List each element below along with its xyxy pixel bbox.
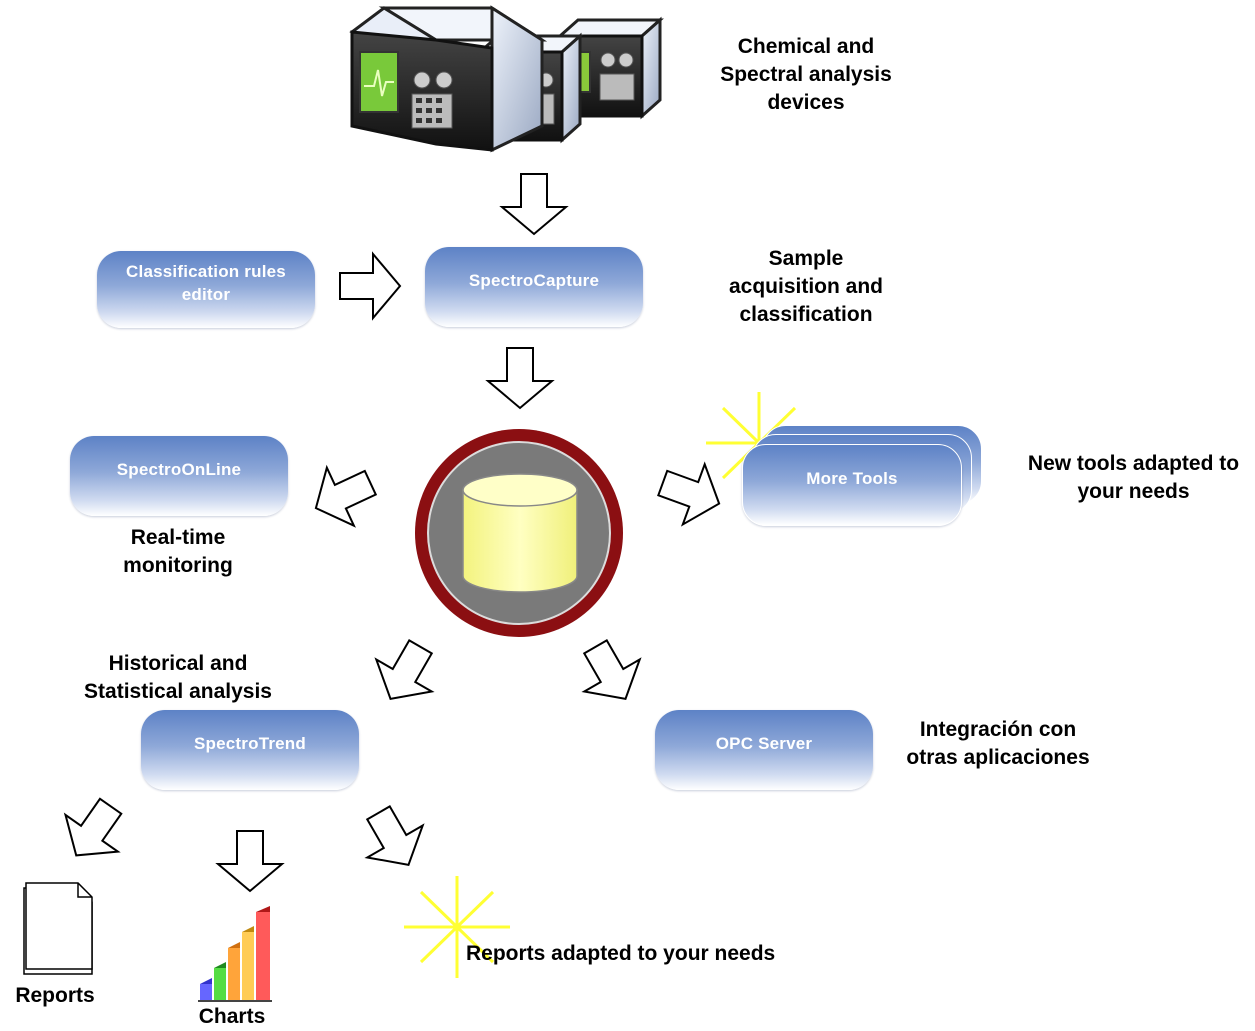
reports-caption: Reports — [15, 984, 95, 1007]
caption-line: otras aplicaciones — [906, 746, 1090, 769]
classification-rules-editor-box[interactable]: Classification rules editor — [97, 251, 315, 328]
sparkle-icon — [404, 876, 510, 978]
analysis-device-icon — [349, 5, 664, 153]
caption-line: Chemical and — [737, 35, 875, 58]
arrow-icon — [650, 452, 732, 535]
arrow-icon — [501, 173, 567, 235]
caption-line: Spectral analysis — [720, 63, 892, 86]
box-label: OPC Server — [715, 733, 813, 753]
bar-chart-icon — [198, 906, 272, 1002]
arrow-icon — [566, 629, 655, 716]
arrow-icon — [487, 347, 553, 409]
spectrotrend-box[interactable]: SpectroTrend — [141, 710, 359, 790]
historical-caption: Historical and Statistical analysis — [68, 650, 288, 706]
arrow-icon — [217, 830, 283, 892]
box-label-line: editor — [181, 284, 231, 304]
box-label: More Tools — [806, 468, 898, 488]
integracion-caption: Integración con otras aplicaciones — [888, 716, 1108, 772]
caption-line: New tools adapted to — [1027, 452, 1240, 475]
box-label: SpectroCapture — [468, 270, 600, 290]
caption-line: Historical and — [108, 652, 248, 675]
caption-line: monitoring — [123, 554, 233, 577]
arrow-icon — [301, 452, 385, 539]
realtime-caption: Real-time monitoring — [98, 524, 258, 580]
box-label: SpectroOnLine — [116, 459, 242, 479]
caption-line: Sample — [768, 247, 844, 270]
caption-line: Real-time — [130, 526, 226, 549]
box-label: SpectroTrend — [194, 733, 306, 753]
database-icon — [415, 429, 623, 637]
caption-line: your needs — [1077, 480, 1190, 503]
box-label-line: Classification rules — [126, 261, 286, 281]
caption-line: acquisition and — [728, 275, 883, 298]
caption-line: classification — [739, 303, 873, 326]
spectroonline-box[interactable]: SpectroOnLine — [70, 436, 288, 516]
opc-server-box[interactable]: OPC Server — [655, 710, 873, 790]
caption-line: Integración con — [919, 718, 1077, 741]
caption-line: Statistical analysis — [84, 680, 272, 703]
new-tools-caption: New tools adapted to your needs — [1012, 450, 1255, 506]
reports-adapted-caption: Reports adapted to your needs — [466, 942, 776, 965]
more-tools-box[interactable]: More Tools — [742, 444, 962, 526]
arrow-icon — [349, 795, 438, 882]
arrow-icon — [339, 253, 401, 319]
caption-line: devices — [767, 91, 845, 114]
sample-acquisition-caption: Sample acquisition and classification — [706, 245, 906, 329]
document-icon — [23, 882, 93, 975]
charts-caption: Charts — [198, 1005, 266, 1028]
devices-caption: Chemical and Spectral analysis devices — [702, 33, 910, 117]
arrow-icon — [49, 786, 138, 875]
spectrocapture-box[interactable]: SpectroCapture — [425, 247, 643, 327]
arrow-icon — [361, 629, 450, 716]
